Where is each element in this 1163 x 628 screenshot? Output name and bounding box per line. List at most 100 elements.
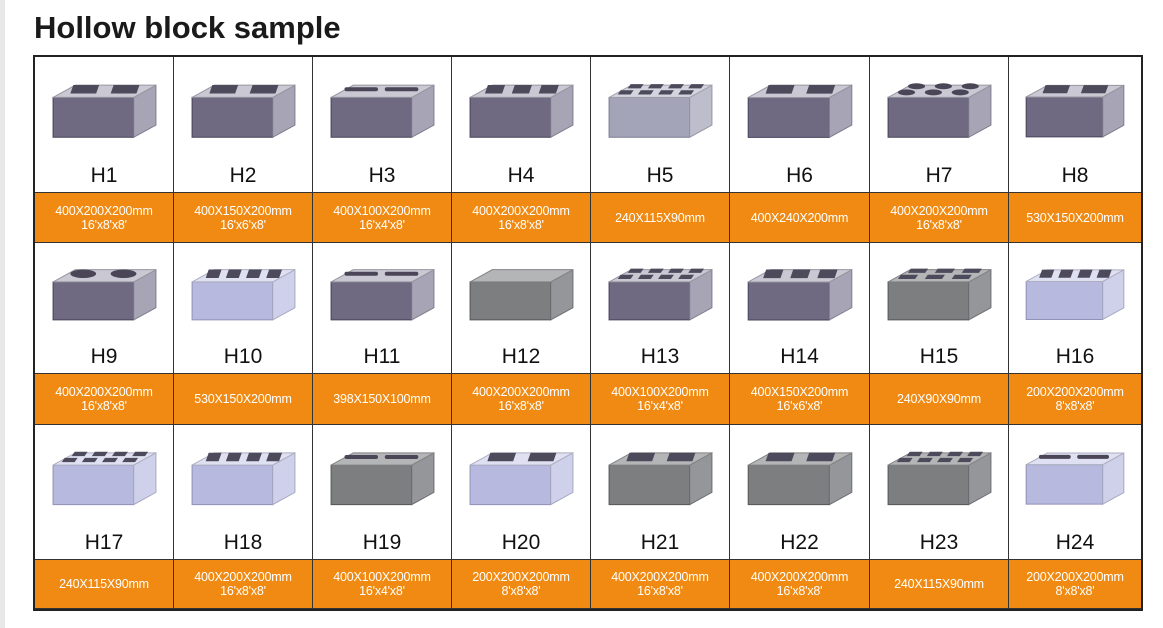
block-cell-h21: H21 (591, 425, 730, 559)
size-feet: 16'x8'x8' (637, 584, 683, 598)
size-mm: 398X150X100mm (333, 392, 431, 406)
size-feet: 16'x8'x8' (220, 584, 266, 598)
block-spec-h8: 530X150X200mm (1009, 193, 1141, 242)
block-code: H3 (368, 164, 396, 187)
size-mm: 530X150X200mm (194, 392, 292, 406)
size-mm: 200X200X200mm (472, 570, 570, 584)
block-spec-h10: 530X150X200mm (174, 374, 313, 424)
size-mm: 400X100X200mm (611, 385, 709, 399)
block-cell-h14: H14 (730, 243, 870, 373)
block-cell-h10: H10 (174, 243, 313, 373)
size-mm: 400X200X200mm (55, 203, 153, 218)
block-cell-h7: H7 (870, 57, 1009, 192)
size-feet: 16'x8'x8' (916, 217, 962, 232)
block-code: H21 (640, 531, 680, 554)
block-code: H11 (363, 345, 401, 368)
block-code: H5 (646, 164, 674, 187)
four-cavity-cube-icon (1025, 268, 1125, 321)
block-cell-h20: H20 (452, 425, 591, 559)
two-cavity-block-icon (52, 84, 157, 139)
size-feet: 16'x8'x8' (81, 399, 127, 413)
block-spec-h11: 398X150X100mm (313, 374, 452, 424)
block-code: H23 (919, 531, 959, 554)
size-mm: 400X200X200mm (750, 570, 849, 584)
block-spec-h15: 240X90X90mm (870, 374, 1009, 424)
two-round-hole-block-icon (52, 268, 157, 321)
block-cell-h16: H16 (1009, 243, 1141, 373)
size-mm: 240X115X90mm (615, 210, 705, 225)
block-spec-h6: 400X240X200mm (730, 193, 870, 242)
block-cell-h22: H22 (730, 425, 870, 559)
block-code: H10 (223, 345, 263, 368)
block-cell-h19: H19 (313, 425, 452, 559)
slot-block-icon (330, 84, 435, 139)
block-code: H1 (90, 164, 118, 187)
corner-block-icon (747, 84, 853, 139)
block-code: H22 (780, 531, 819, 554)
size-mm: 400X100X200mm (333, 570, 431, 584)
perforated-brick-icon (887, 451, 992, 506)
interlocking-grey-block-icon (608, 452, 713, 506)
six-hole-brick-icon (887, 268, 992, 321)
size-mm: 400X100X200mm (333, 203, 431, 218)
block-cell-h12: H12 (452, 243, 591, 373)
size-feet: 16'x8'x8' (81, 217, 127, 232)
slot-cavity-block-icon (1025, 452, 1125, 506)
size-mm: 240X115X90mm (59, 577, 149, 591)
block-code: H8 (1061, 164, 1089, 187)
size-mm: 240X115X90mm (894, 577, 984, 591)
size-mm: 200X200X200mm (1026, 570, 1124, 584)
size-feet: 8'x8'x8' (501, 584, 541, 598)
block-code: H13 (640, 345, 680, 368)
slot-column-block-icon (330, 452, 435, 506)
size-mm: 400X150X200mm (194, 203, 292, 218)
block-code: H4 (507, 164, 535, 187)
four-cavity-block-icon (191, 452, 296, 506)
block-cell-h18: H18 (174, 425, 313, 559)
block-code: H14 (780, 345, 819, 368)
size-feet: 16'x6'x8' (220, 217, 266, 232)
block-cell-h23: H23 (870, 425, 1009, 559)
block-code: H18 (223, 531, 263, 554)
size-feet: 16'x4'x8' (637, 399, 683, 413)
block-code: H24 (1055, 531, 1095, 554)
hollow-cube-icon (469, 452, 574, 506)
multi-hole-brick-icon (608, 84, 713, 139)
insulated-block-icon (747, 451, 853, 506)
block-code: H16 (1055, 345, 1095, 368)
size-mm: 400X240X200mm (750, 210, 849, 225)
six-round-hole-block-icon (887, 83, 992, 139)
three-cavity-block-icon (747, 268, 853, 321)
block-spec-h5: 240X115X90mm (591, 193, 730, 242)
two-cavity-block-icon (191, 84, 296, 139)
block-cell-h5: H5 (591, 57, 730, 192)
block-cell-h24: H24 (1009, 425, 1141, 559)
three-cavity-block-icon (469, 84, 574, 139)
block-code: H2 (229, 164, 257, 187)
block-cell-h6: H6 (730, 57, 870, 192)
solid-block-icon (469, 268, 574, 321)
size-feet: 16'x8'x8' (498, 217, 544, 232)
size-mm: 400X200X200mm (890, 203, 988, 218)
block-cell-h15: H15 (870, 243, 1009, 373)
block-code: H19 (362, 531, 402, 554)
block-cell-h13: H13 (591, 243, 730, 373)
block-code: H6 (786, 164, 813, 187)
